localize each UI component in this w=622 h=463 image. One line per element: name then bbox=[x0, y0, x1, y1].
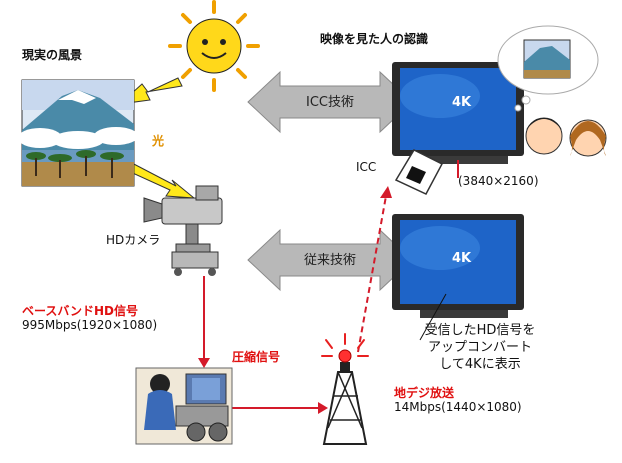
perception-label: 映像を見た人の認識 bbox=[320, 32, 429, 46]
compressed-label: 圧縮信号 bbox=[232, 350, 281, 364]
people-icon bbox=[525, 117, 607, 157]
real-scene-label: 現実の風景 bbox=[22, 48, 83, 62]
editing-room-icon bbox=[135, 367, 233, 445]
landscape-image bbox=[18, 79, 138, 187]
signal-lines bbox=[203, 160, 459, 409]
light-label: 光 bbox=[152, 134, 165, 148]
icc-label: ICC bbox=[356, 160, 377, 174]
broadcast-rate: 14Mbps(1440×1080) bbox=[394, 400, 522, 414]
callout-line bbox=[419, 293, 447, 341]
tv-4k-top bbox=[392, 62, 524, 164]
baseband-title: ベースバンドHD信号 bbox=[22, 304, 139, 318]
icc-chip-icon bbox=[394, 149, 444, 195]
upconvert-line-3: して4Kに表示 bbox=[439, 357, 521, 372]
conventional-tech-label: 従来技術 bbox=[304, 253, 356, 268]
broadcast-title: 地デジ放送 bbox=[394, 386, 455, 400]
hd-camera-label: HDカメラ bbox=[106, 233, 161, 247]
tv-top-label: 4K bbox=[452, 95, 472, 110]
baseband-rate: 995Mbps(1920×1080) bbox=[22, 318, 158, 332]
thought-bubble-icon bbox=[497, 25, 599, 112]
hd-camera-icon bbox=[143, 185, 223, 276]
resolution-top: (3840×2160) bbox=[458, 174, 539, 188]
tv-4k-bottom bbox=[392, 214, 524, 318]
upconvert-line-2: アップコンバート bbox=[427, 340, 532, 355]
upconvert-line-1: 受信したHD信号を bbox=[424, 323, 536, 338]
icc-tech-label: ICC技術 bbox=[306, 95, 354, 110]
tv-bottom-label: 4K bbox=[452, 251, 472, 266]
broadcast-tower-icon bbox=[321, 333, 369, 445]
upconvert-note: 受信したHD信号を アップコンバート して4Kに表示 bbox=[396, 322, 564, 373]
signal-arrowheads bbox=[198, 186, 392, 414]
sun-icon bbox=[168, 0, 260, 92]
